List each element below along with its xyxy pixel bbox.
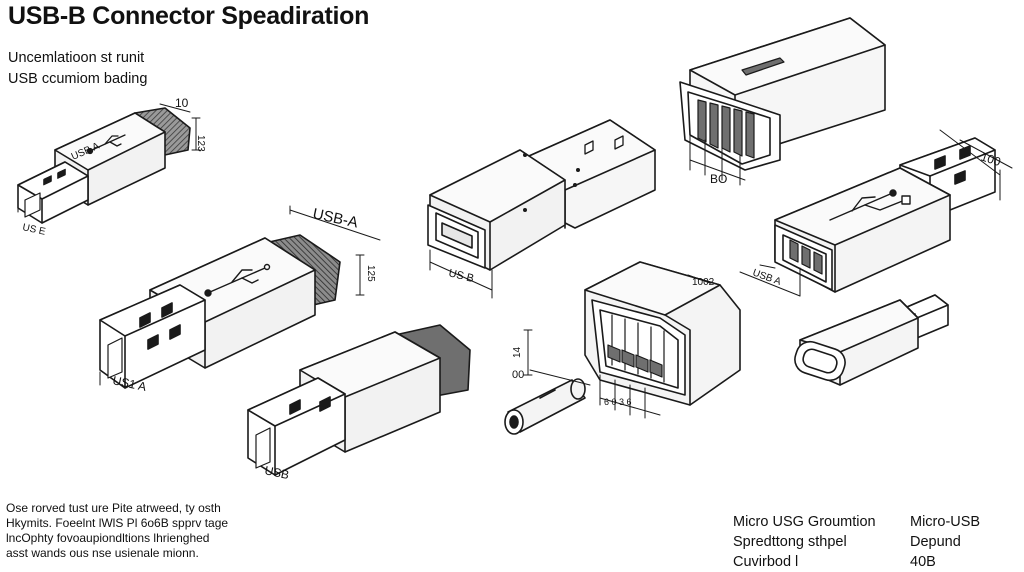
label-usb-b-front: US B bbox=[447, 267, 475, 285]
notes-line: Ose rorved tust ure Pite atrweed, ty ost… bbox=[6, 501, 221, 515]
spec-label: Spredttong sthpel bbox=[733, 534, 847, 550]
label-dim-pins: 6 0 3 6 bbox=[604, 397, 632, 407]
label-usb-a-top: USB-A bbox=[311, 205, 359, 231]
usb-b-pin-receptacle bbox=[584, 261, 741, 406]
label-dim-1002: 1002 bbox=[692, 277, 715, 288]
usb-a-large-connector bbox=[99, 234, 341, 389]
usb-b-bottom-connector bbox=[247, 324, 471, 476]
label-usb-a-big: US1 A bbox=[111, 373, 147, 394]
dimension-lines bbox=[17, 103, 1013, 419]
spec-labels-column: Micro USG Groumtion Spredttong sthpel Cu… bbox=[733, 512, 876, 572]
micro-usb-connector bbox=[794, 294, 949, 386]
notes-line: Hkymits. Foeelnt lWlS Pl 6o6B spprv tage bbox=[6, 516, 229, 530]
label-dim-123: 123 bbox=[195, 135, 206, 152]
page-title: USB-B Connector Speadiration bbox=[8, 2, 370, 30]
subtitle-line-2: USB ccumiom bading bbox=[8, 71, 148, 87]
label-bo: BO bbox=[710, 172, 727, 186]
connector-diagram: 10 123 USB A US E USB-A 125 US1 A USB US… bbox=[17, 17, 1013, 482]
notes-block: Ose rorved tust ure Pite atrweed, ty ost… bbox=[6, 501, 306, 561]
label-dim-100: 100 bbox=[979, 150, 1003, 170]
label-usb-a-right: USB A bbox=[751, 267, 783, 288]
label-dim-125: 125 bbox=[365, 265, 376, 282]
subtitle-line-1: Uncemlatioon st runit bbox=[8, 50, 145, 66]
usb-a-right-connector bbox=[774, 137, 996, 293]
label-dim-00: 00 bbox=[512, 369, 524, 381]
label-usb-e: US E bbox=[21, 222, 46, 238]
spec-value: Depund bbox=[910, 534, 961, 550]
cylinder-connector bbox=[504, 378, 586, 435]
label-usb-b-small: USB bbox=[263, 463, 290, 482]
usb-b-receptacle-center bbox=[427, 119, 656, 271]
spec-value: Micro-USB bbox=[910, 514, 981, 530]
spec-value: 40B bbox=[910, 554, 936, 570]
spec-values-column: Micro-USB Depund 40B bbox=[910, 512, 980, 572]
spec-label: Cuvirbod l bbox=[733, 554, 799, 570]
notes-line: lncOphty fovoaupiondltions lhrienghed bbox=[6, 531, 210, 545]
notes-line: asst wands ous nse usienale mionn. bbox=[6, 546, 199, 560]
label-dim-14: 14 bbox=[512, 346, 523, 358]
label-dim-10: 10 bbox=[175, 96, 189, 110]
spec-label: Micro USG Groumtion bbox=[733, 514, 876, 530]
usb-a-small-connector bbox=[17, 107, 191, 224]
usb-b-top-right-connector bbox=[679, 17, 886, 171]
